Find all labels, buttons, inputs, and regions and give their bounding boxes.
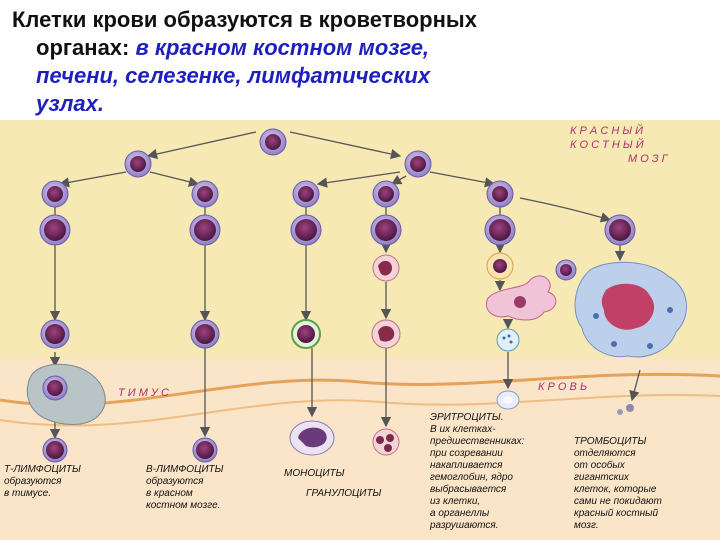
plt-line-3: гигантских — [574, 472, 630, 483]
blood-caption: К Р О В Ь — [538, 381, 587, 393]
heading-organs-label: органах: — [36, 35, 136, 60]
erythroblast — [486, 252, 514, 280]
megakaryocyte — [574, 261, 687, 358]
myeloid-progenitor — [404, 150, 432, 178]
ery-line-2: предшественниках: — [430, 436, 525, 447]
plt-line-0: ТРОМБОЦИТЫ — [574, 436, 646, 447]
heading-line-1: Клетки крови образуются в кроветворных — [12, 7, 477, 32]
macrophage-reticular — [486, 275, 557, 321]
heading-organs-list-1: в красном костном мозге, — [135, 35, 430, 60]
plt-line-2: от особых — [574, 459, 626, 471]
blast-row — [39, 214, 636, 246]
granulocyte-precursor-2 — [371, 319, 401, 349]
blood-vessel-wave — [0, 372, 720, 407]
monocyte — [289, 420, 335, 456]
ery-line-9: разрушаются. — [429, 520, 499, 531]
b-label-line-2: в красном — [146, 488, 193, 499]
thymus-caption: Т И М У С — [118, 387, 169, 399]
monocytes-label: МОНОЦИТЫ — [284, 468, 345, 479]
granulocyte-precursor — [372, 254, 400, 282]
marrow-caption-3: М О З Г — [628, 153, 669, 165]
marrow-caption-1: К Р А С Н Ы Й — [570, 124, 643, 137]
b-label-title: В-ЛИМФОЦИТЫ — [146, 464, 224, 475]
page-heading: Клетки крови образуются в кроветворных о… — [12, 6, 712, 118]
platelets — [617, 404, 634, 415]
b-lymphocyte — [192, 437, 218, 463]
heading-line-2: органах: в красном костном мозге, — [12, 34, 712, 62]
ery-line-1: В их клетках- — [430, 424, 496, 435]
plt-line-1: отделяются — [574, 448, 636, 459]
plt-line-6: красный костный — [574, 508, 659, 519]
plt-line-7: мозг. — [574, 520, 599, 531]
erythrocyte — [496, 390, 520, 410]
t-lymphocyte-precursor — [40, 319, 70, 349]
monocyte-precursor — [291, 319, 321, 349]
erythrocytes-label: ЭРИТРОЦИТЫ. В их клетках- предшественник… — [429, 412, 525, 531]
t-lymphocytes-label: Т-ЛИМФОЦИТЫ образуются в тимусе. — [4, 464, 81, 499]
branch-arrows — [54, 131, 612, 223]
thymus-organ — [26, 363, 106, 425]
lymphoid-progenitor — [124, 150, 152, 178]
ery-line-3: при созревании — [430, 448, 503, 459]
t-label-line-1: образуются — [4, 475, 62, 487]
b-lymphocytes-label: В-ЛИМФОЦИТЫ образуются в красном костном… — [146, 464, 224, 511]
progenitor-row-2 — [41, 180, 514, 208]
plt-line-4: клеток, которые — [574, 484, 657, 495]
b-lymphocyte-precursor — [190, 319, 220, 349]
granulocytes-label: ГРАНУЛОЦИТЫ — [306, 488, 382, 499]
ery-line-6: выбрасывается — [430, 483, 507, 495]
t-label-line-2: в тимусе. — [4, 488, 51, 499]
t-lymphocyte — [42, 437, 68, 463]
marrow-caption-2: К О С Т Н Ы Й — [570, 138, 644, 151]
heading-organs-list-3: узлах. — [36, 91, 104, 116]
blood-zone — [0, 358, 720, 540]
ery-line-5: гемоглобин, ядро — [430, 471, 513, 483]
t-label-title: Т-ЛИМФОЦИТЫ — [4, 464, 81, 475]
hematopoiesis-diagram: К Р А С Н Ы Й К О С Т Н Ы Й М О З Г Т И … — [0, 120, 720, 540]
ery-line-0: ЭРИТРОЦИТЫ. — [430, 412, 504, 423]
stem-cell — [259, 128, 287, 156]
megakaryocyte-precursor — [555, 259, 577, 281]
granulocyte — [372, 428, 400, 456]
blood-vessel-wave-lower — [0, 393, 720, 427]
reticulocyte — [496, 328, 520, 352]
ery-line-7: из клетки, — [430, 496, 480, 507]
plt-line-5: сами не покидают — [574, 496, 662, 507]
heading-organs-list-2: печени, селезенке, лимфатических — [36, 63, 431, 88]
b-label-line-1: образуются — [146, 475, 204, 487]
ery-line-8: а органеллы — [430, 508, 490, 519]
ery-line-4: накапливается — [430, 460, 503, 471]
platelets-label: ТРОМБОЦИТЫ отделяются от особых гигантск… — [574, 436, 662, 531]
b-label-line-3: костном мозге. — [146, 500, 220, 511]
